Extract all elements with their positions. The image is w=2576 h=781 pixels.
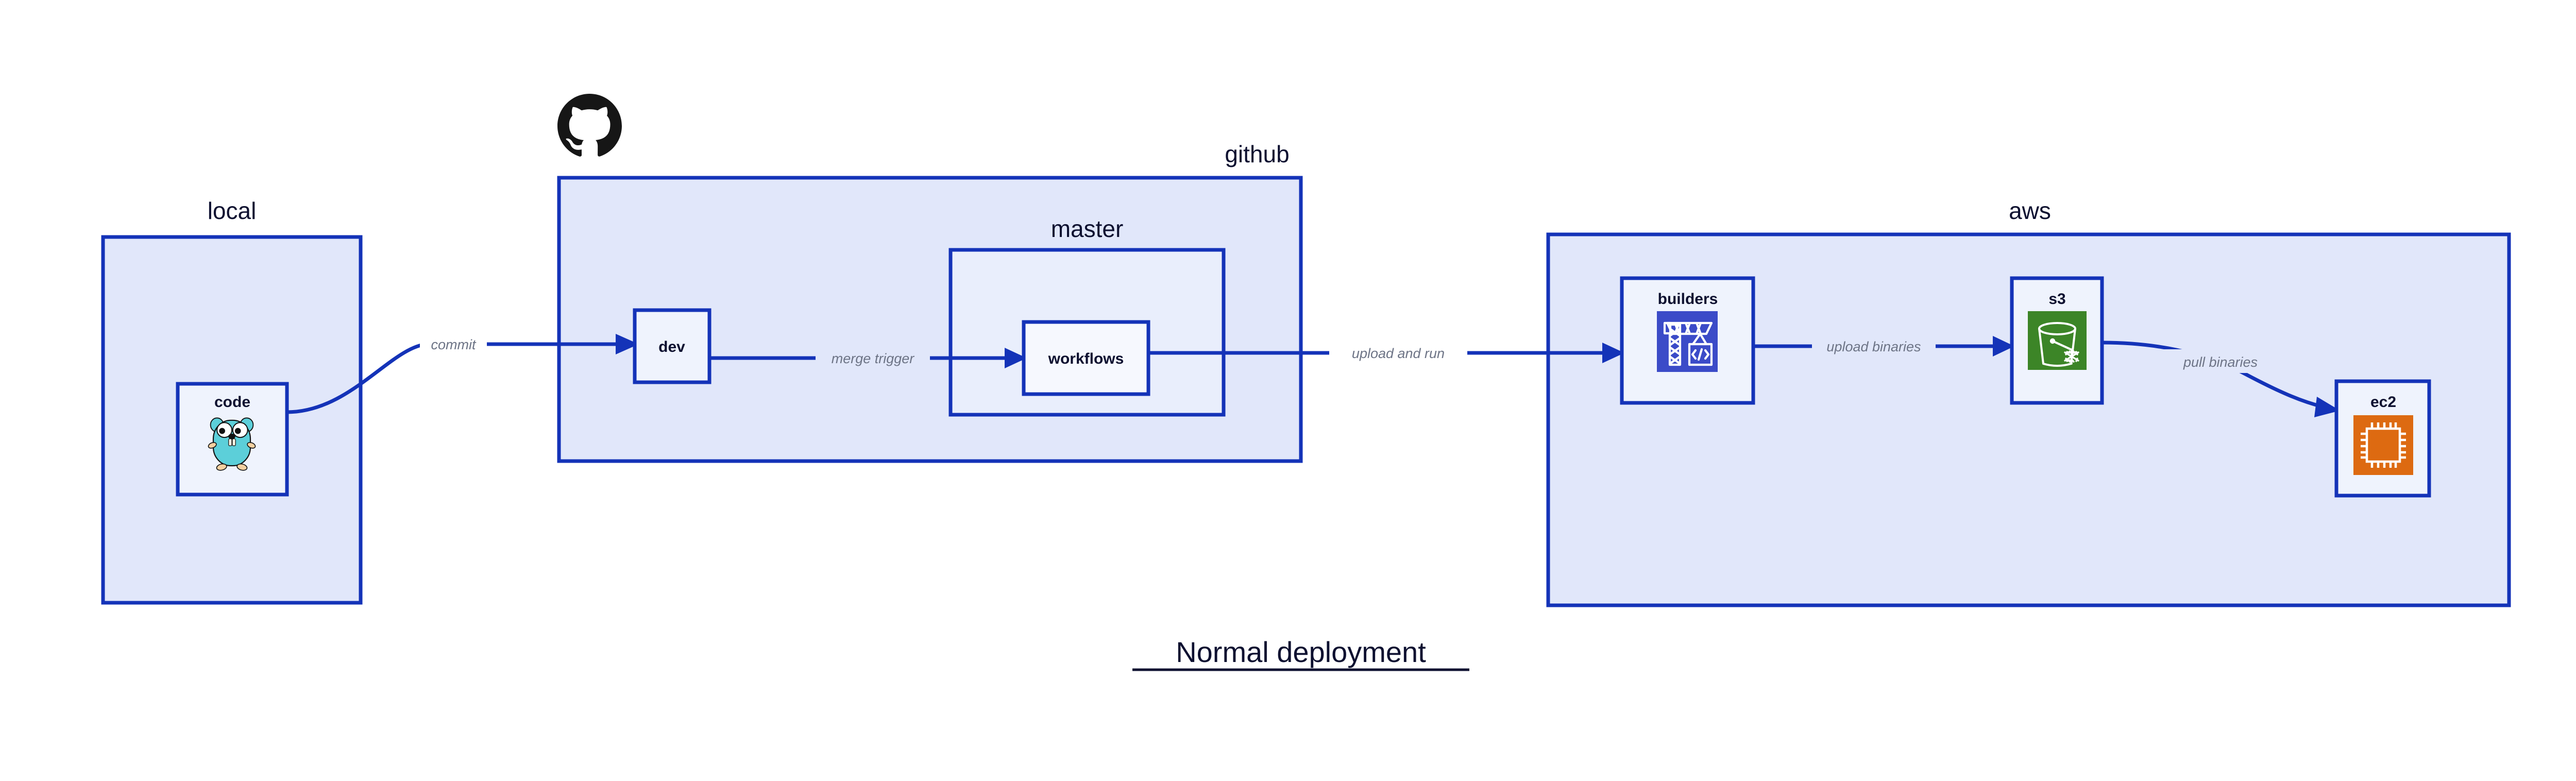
node-dev-label: dev <box>658 338 685 355</box>
s3-bucket-icon <box>2028 311 2087 370</box>
node-builders[interactable]: builders <box>1620 276 1755 405</box>
node-ec2[interactable]: ec2 <box>2334 379 2431 498</box>
edge-pull-binaries-label-bg <box>2161 349 2280 373</box>
container-github-label: github <box>1225 141 1289 167</box>
node-workflows-box <box>1022 320 1150 396</box>
node-builders-label: builders <box>1658 291 1718 308</box>
container-github[interactable]: github master <box>557 141 1303 463</box>
cpu-chip-icon <box>2353 415 2413 475</box>
edge-merge-trigger: merge trigger <box>709 346 1027 370</box>
edge-commit-label: commit <box>431 337 477 352</box>
node-code[interactable]: code <box>176 382 289 497</box>
edge-merge-trigger-arrowhead <box>1005 348 1027 368</box>
node-s3[interactable]: s3 <box>2010 276 2104 405</box>
container-local-label: local <box>208 197 257 224</box>
diagram-title: Normal deployment <box>1176 636 1426 668</box>
edge-upload-and-run-arrowhead <box>1602 343 1624 363</box>
edge-commit: commit <box>286 332 639 414</box>
diagram-title-group: Normal deployment <box>1132 636 1469 671</box>
edge-upload-binaries-label-bg <box>1812 334 1936 358</box>
edge-commit-path <box>286 342 616 414</box>
edge-upload-and-run: upload and run <box>1148 341 1624 365</box>
edge-pull-binaries-arrowhead <box>2314 397 2340 417</box>
edge-upload-and-run-label: upload and run <box>1352 346 1445 361</box>
edge-commit-arrowhead <box>616 334 639 354</box>
crane-build-icon-bg <box>1657 311 1718 372</box>
edge-upload-binaries: upload binaries <box>1753 334 2014 358</box>
edge-merge-trigger-label-bg <box>816 346 930 370</box>
container-aws-label: aws <box>2009 197 2051 224</box>
edge-commit-label-bg <box>420 332 487 356</box>
node-s3-label: s3 <box>2048 291 2065 308</box>
node-code-label: code <box>214 394 250 411</box>
go-gopher-icon <box>208 417 256 471</box>
edge-upload-and-run-label-bg <box>1329 341 1467 365</box>
github-octocat-logo <box>557 94 622 157</box>
node-dev-box <box>633 308 711 384</box>
edge-upload-binaries-arrowhead <box>1993 336 2014 356</box>
container-master-label: master <box>1051 215 1124 242</box>
crane-build-icon <box>1657 311 1718 372</box>
edge-pull-binaries: pull binaries <box>2102 341 2340 417</box>
node-ec2-label: ec2 <box>2370 394 2396 411</box>
node-workflows-label: workflows <box>1048 350 1124 367</box>
node-dev[interactable]: dev <box>633 308 711 384</box>
edge-upload-binaries-label: upload binaries <box>1826 339 1921 354</box>
node-workflows[interactable]: workflows <box>1022 320 1150 396</box>
edge-pull-binaries-label: pull binaries <box>2183 354 2258 370</box>
edge-merge-trigger-label: merge trigger <box>832 351 915 366</box>
